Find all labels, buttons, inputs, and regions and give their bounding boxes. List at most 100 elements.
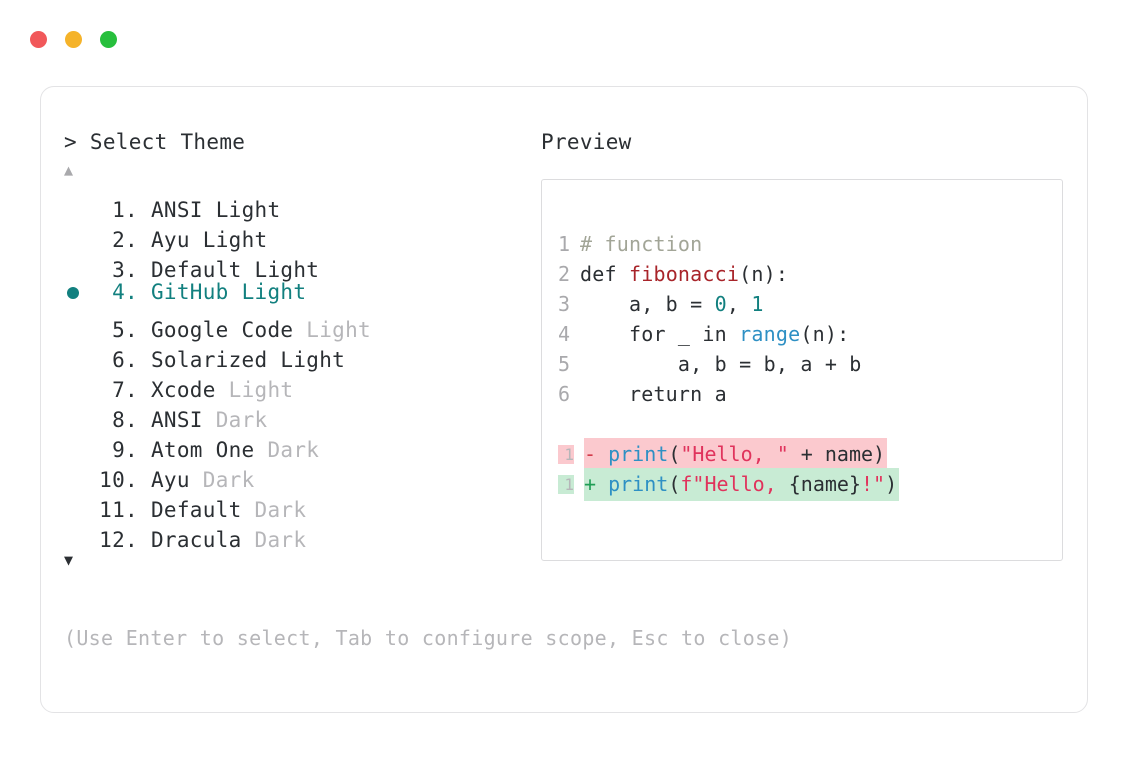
selection-indicator	[64, 187, 92, 217]
code-line-number: 2	[558, 262, 571, 286]
diff-line-number: 1	[558, 444, 574, 464]
window-titlebar	[30, 31, 117, 48]
theme-item-name: Ayu	[150, 468, 190, 492]
code-line: 3 a, b = 0, 1	[558, 289, 1056, 319]
theme-item-variant: Light	[228, 378, 294, 402]
theme-item-name-variant-gap	[190, 225, 203, 255]
code-line: 1# function	[558, 229, 1056, 259]
code-line: 5 a, b = b, a + b	[558, 349, 1056, 379]
theme-item-variant: Light	[241, 280, 307, 304]
code-token: a, b =	[580, 292, 715, 316]
code-token: (	[668, 471, 681, 496]
theme-item-spacer	[138, 195, 151, 225]
prompt-symbol: >	[64, 130, 90, 154]
theme-item-index: 10.	[99, 468, 138, 492]
theme-item-spacer	[138, 525, 151, 555]
theme-list-item[interactable]: 10. Ayu Dark	[64, 457, 534, 492]
theme-item-name-variant-gap	[203, 195, 216, 225]
theme-item-spacer	[138, 375, 151, 405]
theme-item-variant: Light	[202, 228, 268, 252]
theme-list-item[interactable]: 5. Google Code Light	[64, 307, 534, 342]
theme-item-spacer	[138, 405, 151, 435]
selection-indicator	[64, 217, 92, 247]
code-token: a, b = b, a + b	[580, 352, 862, 376]
theme-item-name-variant-gap	[203, 405, 216, 435]
code-token: )	[885, 471, 898, 496]
theme-item-name: ANSI	[150, 408, 203, 432]
theme-item-index: 11.	[99, 498, 138, 522]
code-line-number: 5	[558, 352, 571, 376]
code-token: {name}	[788, 471, 861, 496]
diff-sign: +	[584, 471, 597, 496]
diff-line-number: 1	[558, 474, 574, 494]
code-line-number: 3	[558, 292, 571, 316]
theme-item-name: Ayu	[150, 228, 190, 252]
diff-line-content: - print("Hello, " + name)	[584, 437, 888, 471]
code-token: range	[739, 322, 801, 346]
theme-item-index: 1.	[112, 198, 138, 222]
code-line-content: for _ in range(n):	[580, 319, 849, 349]
selection-indicator	[64, 457, 92, 487]
theme-item-name: ANSI	[150, 198, 203, 222]
code-line-content: # function	[580, 229, 702, 259]
code-token: (	[668, 441, 681, 466]
close-icon[interactable]	[30, 31, 47, 48]
theme-list-item[interactable]: 1. ANSI Light	[64, 187, 534, 222]
theme-item-name: Default	[150, 258, 242, 282]
theme-item-spacer	[138, 315, 151, 345]
theme-item-variant: Dark	[254, 528, 307, 552]
theme-item-index: 12.	[99, 528, 138, 552]
code-token: + name)	[788, 441, 886, 466]
theme-list-item[interactable]: 7. Xcode Light	[64, 367, 534, 402]
diff-line-del: 1 - print("Hello, " + name)	[558, 437, 1056, 471]
diff-sign: -	[584, 441, 597, 466]
maximize-icon[interactable]	[100, 31, 117, 48]
theme-item-name-variant-gap	[216, 375, 229, 405]
code-line: 4 for _ in range(n):	[558, 319, 1056, 349]
code-token: # function	[580, 232, 703, 256]
diff-sign-gap	[596, 442, 608, 466]
theme-list-item[interactable]: 11. Default Dark	[64, 487, 534, 522]
theme-item-name-variant-gap	[255, 435, 268, 465]
theme-item-index: 9.	[112, 438, 138, 462]
theme-item-name-variant-gap	[293, 315, 306, 345]
code-token: 1	[751, 292, 764, 316]
theme-item-index: 3.	[112, 258, 138, 282]
code-line-number: 6	[558, 382, 571, 406]
selected-bullet-icon	[67, 287, 79, 299]
page-title-text: Select Theme	[89, 130, 246, 154]
theme-item-name: Dracula	[150, 528, 242, 552]
scroll-down-icon[interactable]: ▼	[64, 551, 74, 569]
theme-item-name: Atom One	[150, 438, 255, 462]
code-token: def	[580, 262, 629, 286]
theme-list-item[interactable]: 6. Solarized Light	[64, 337, 534, 372]
theme-item-variant: Light	[306, 318, 371, 342]
theme-item-name-variant-gap	[229, 277, 242, 307]
theme-item-name: Google Code	[150, 318, 294, 342]
code-token: ,	[726, 292, 752, 316]
theme-list-item[interactable]: 8. ANSI Dark	[64, 397, 534, 432]
scroll-up-icon[interactable]: ▲	[64, 161, 74, 179]
code-line-content: return a	[580, 379, 727, 409]
theme-item-variant: Light	[215, 198, 281, 222]
theme-item-name-variant-gap	[242, 525, 255, 555]
theme-item-spacer	[138, 277, 151, 307]
theme-list-item[interactable]: 3. Default Light	[64, 247, 534, 282]
theme-item-index: 6.	[112, 348, 138, 372]
theme-list-item[interactable]: 2. Ayu Light	[64, 217, 534, 252]
theme-list-item[interactable]: 4. GitHub Light	[64, 277, 534, 307]
minimize-icon[interactable]	[65, 31, 82, 48]
selection-indicator	[64, 487, 92, 517]
code-token: f"Hello,	[680, 471, 789, 496]
theme-item-name-variant-gap	[190, 465, 203, 495]
theme-item-name: Xcode	[150, 378, 216, 402]
theme-list-item[interactable]: 12. Dracula Dark	[64, 517, 534, 552]
code-token: return a	[580, 382, 727, 406]
theme-item-index: 7.	[112, 378, 138, 402]
theme-list-item[interactable]: 9. Atom One Dark	[64, 427, 534, 462]
